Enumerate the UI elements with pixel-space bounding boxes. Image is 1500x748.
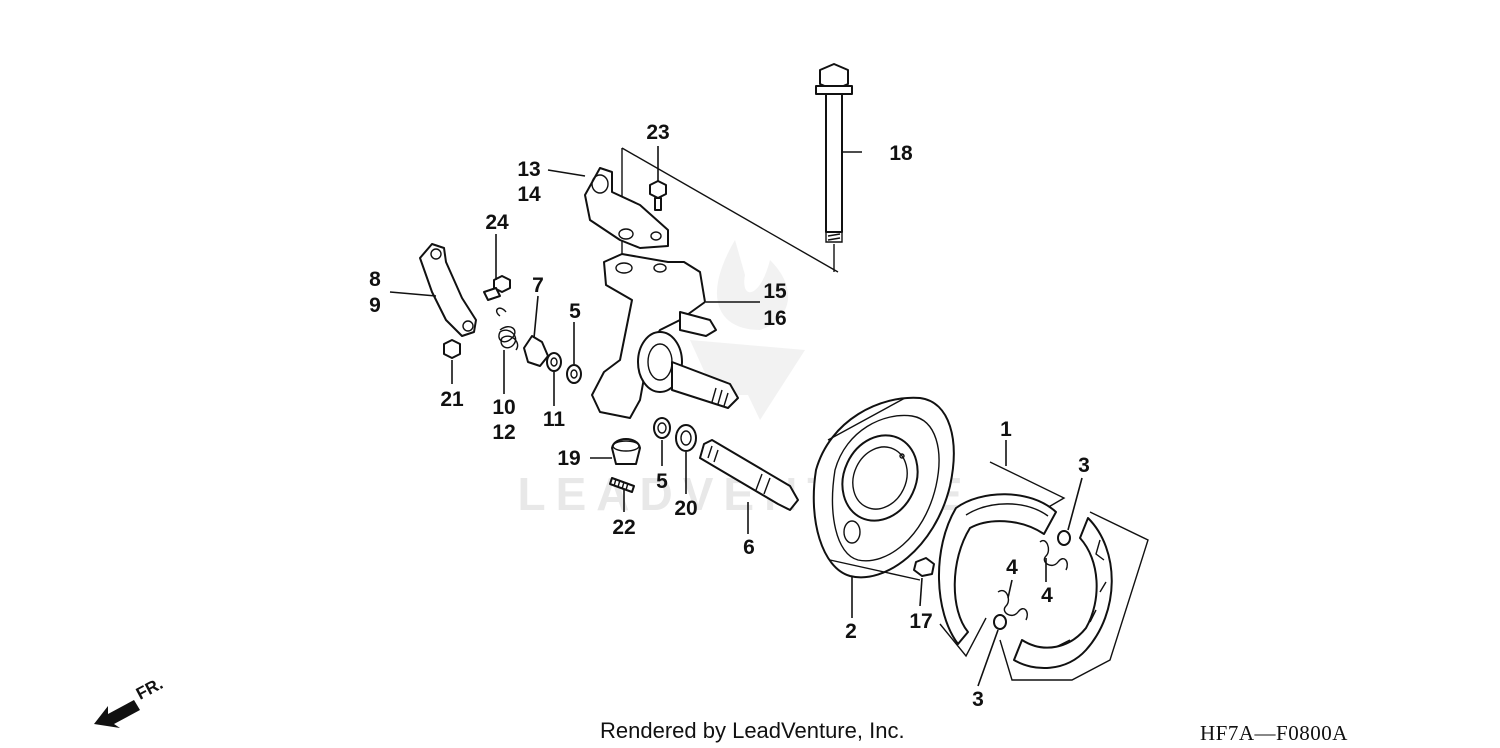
callout-17: 17 (909, 610, 932, 633)
callout-21: 21 (440, 388, 464, 411)
part-1-brake-shoes (937, 493, 1113, 669)
callout-5-upper: 5 (569, 300, 581, 323)
part-5-washer-upper (566, 364, 582, 384)
part-2-brake-drum (812, 396, 955, 581)
part-19-cap-nut (611, 438, 641, 465)
part-13-14-bracket (584, 167, 669, 249)
callout-5-lower: 5 (656, 470, 668, 493)
callout-9: 9 (369, 294, 381, 317)
callout-24: 24 (485, 211, 509, 234)
part-18-bolt (815, 63, 853, 272)
callout-numbers: 1 2 3 3 4 4 5 5 6 7 8 9 10 11 12 13 14 1… (369, 121, 1090, 711)
part-8-9-arm (419, 243, 477, 337)
callout-18: 18 (889, 142, 913, 165)
callout-20: 20 (674, 497, 697, 520)
part-5-washer-lower (653, 417, 671, 439)
part-15-16-knuckle (591, 253, 739, 419)
callout-15: 15 (763, 280, 787, 303)
diagram-code: HF7A—F0800A (1200, 721, 1348, 745)
part-24-bolt (483, 275, 511, 301)
callout-3-lower: 3 (972, 688, 984, 711)
footer-credit: Rendered by LeadVenture, Inc. (600, 718, 905, 743)
part-3-pin-upper (1057, 530, 1071, 546)
front-direction-indicator: FR. (94, 674, 166, 728)
part-4-spring-lower (997, 589, 1028, 621)
front-direction-label: FR. (133, 674, 166, 704)
callout-6: 6 (743, 536, 755, 559)
callout-2: 2 (845, 620, 857, 643)
callout-14: 14 (517, 183, 541, 206)
callout-3-upper: 3 (1078, 454, 1090, 477)
callout-22: 22 (612, 516, 635, 539)
callout-4-left: 4 (1006, 556, 1018, 579)
part-21-nut (443, 339, 461, 359)
part-20-seal (675, 424, 697, 452)
callout-1: 1 (1000, 418, 1012, 441)
callout-8: 8 (369, 268, 381, 291)
front-arrow-icon (94, 700, 140, 728)
part-22-bolt (609, 477, 635, 493)
callout-4-right: 4 (1041, 584, 1053, 607)
callout-7: 7 (532, 274, 544, 297)
part-7-plate (523, 335, 549, 367)
part-23-bolt (649, 180, 667, 211)
callout-19: 19 (557, 447, 580, 470)
part-3-pin-lower (993, 614, 1007, 630)
part-11-washer (546, 352, 562, 372)
part-10-12-spring (496, 307, 519, 351)
callout-16: 16 (763, 307, 786, 330)
part-4-spring-upper (1039, 539, 1068, 571)
callout-12: 12 (492, 421, 515, 444)
callout-13: 13 (517, 158, 540, 181)
part-17-bolt (913, 557, 935, 577)
callout-leaders (389, 146, 1083, 687)
callout-11: 11 (543, 408, 566, 431)
callout-23: 23 (646, 121, 669, 144)
callout-10: 10 (492, 396, 515, 419)
part-6-shaft (699, 439, 799, 511)
